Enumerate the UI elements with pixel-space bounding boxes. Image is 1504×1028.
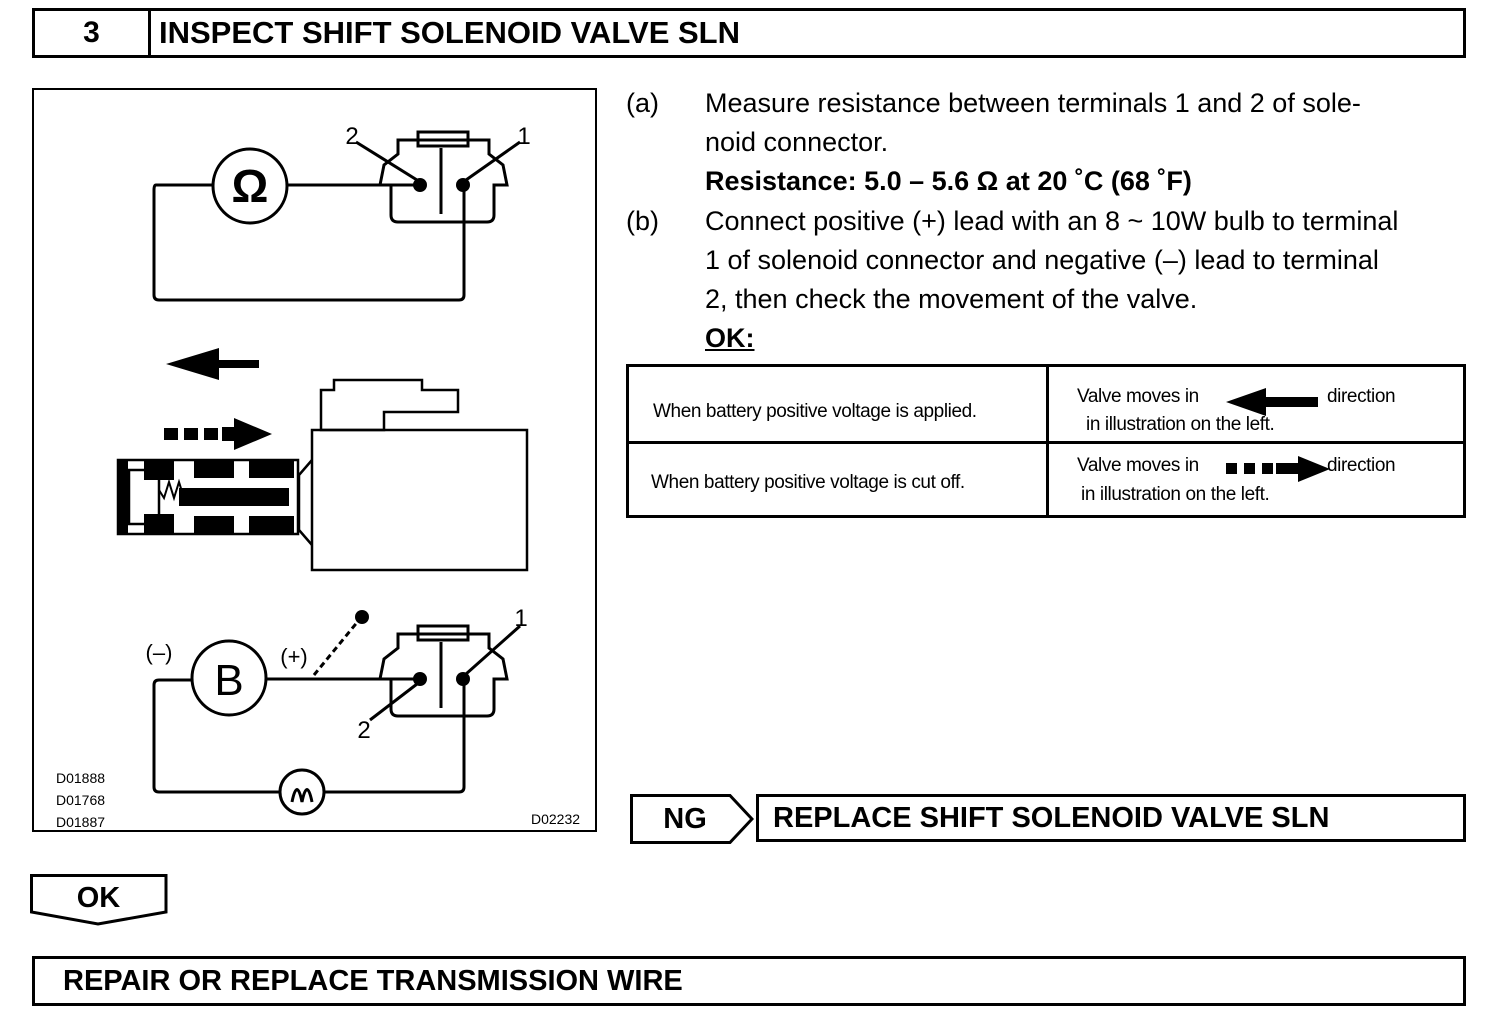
table-row-2-result-post: direction: [1327, 455, 1396, 476]
top-terminal-1-dot: [456, 178, 470, 192]
battery-symbol: B: [214, 656, 243, 705]
table-row-1-condition: When battery positive voltage is applied…: [653, 401, 977, 422]
bulb-filament-icon: [290, 788, 314, 803]
switch-lead-end-dot: [355, 610, 369, 624]
dashed-right-arrow-icon: [164, 418, 272, 450]
ohmmeter-icon: [211, 147, 289, 225]
ok-label: OK: [76, 881, 121, 914]
battery-wire: [152, 678, 279, 794]
top-connector-lock-icon: [416, 130, 470, 148]
solenoid-hatching: [118, 460, 294, 534]
resistance-spec: Resistance: 5.0 – 5.6 Ω at 20 ˚C (68 ˚F): [705, 166, 1192, 196]
switch-lead-dashed: [312, 619, 361, 676]
battery-icon: [190, 639, 268, 717]
step-header: 3 INSPECT SHIFT SOLENOID VALVE SLN: [32, 8, 1466, 58]
step-number: 3: [35, 11, 151, 55]
ng-action-text: REPLACE SHIFT SOLENOID VALVE SLN: [773, 801, 1330, 834]
ok-spec-label: OK:: [705, 323, 755, 353]
ok-criteria-table: When battery positive voltage is applied…: [626, 364, 1466, 518]
bottom-terminal-1-label: 1: [514, 605, 527, 632]
table-row-2-condition: When battery positive voltage is cut off…: [651, 472, 965, 493]
figure-code-main: D02232: [531, 811, 580, 827]
bottom-connector-lock-icon: [416, 624, 470, 642]
step-b-label: (b): [626, 206, 659, 236]
table-row-2-result-pre: Valve moves in: [1077, 455, 1199, 476]
dashed-right-arrow-icon: [1226, 456, 1330, 482]
ohm-symbol: Ω: [232, 160, 269, 212]
step-title: INSPECT SHIFT SOLENOID VALVE SLN: [159, 15, 741, 50]
solenoid-test-diagram: Ω 2 1: [56, 123, 580, 830]
top-terminal-1-label: 1: [517, 123, 530, 150]
negative-label: (–): [146, 640, 173, 665]
final-action-text: REPAIR OR REPLACE TRANSMISSION WIRE: [63, 964, 683, 997]
top-terminal-2-label: 2: [345, 123, 358, 150]
ok-tab: OK: [30, 874, 170, 926]
ohmmeter-wire: [152, 183, 466, 302]
top-terminal-2-dot: [413, 178, 427, 192]
table-row-1-result-post: direction: [1327, 386, 1396, 407]
figure-code-2: D01768: [56, 792, 105, 808]
illustration-panel: Ω 2 1: [32, 88, 597, 832]
final-action-box: REPAIR OR REPLACE TRANSMISSION WIRE: [32, 956, 1466, 1006]
table-row-1-result-line2: in illustration on the left.: [1086, 414, 1275, 435]
table-row-1-result-pre: Valve moves in: [1077, 386, 1199, 407]
step-b-text: Connect positive (+) lead with an 8 ~ 10…: [705, 206, 1399, 314]
solenoid-valve-icon: [116, 378, 529, 572]
bottom-terminal-2-dot: [413, 672, 427, 686]
step-a-label: (a): [626, 88, 659, 118]
figure-code-1: D01888: [56, 770, 105, 786]
bottom-terminal-1-dot: [456, 672, 470, 686]
step-a-text: Measure resistance between terminals 1 a…: [705, 88, 1361, 157]
ng-label: NG: [663, 802, 707, 835]
ng-tab: NG: [630, 794, 754, 844]
positive-label: (+): [280, 644, 308, 669]
solid-left-arrow-icon: [1226, 388, 1318, 416]
table-row-2-result-line2: in illustration on the left.: [1081, 484, 1270, 505]
bottom-connector-icon: [378, 632, 509, 718]
ng-action-box: REPLACE SHIFT SOLENOID VALVE SLN: [756, 794, 1466, 842]
solid-left-arrow-icon: [166, 348, 259, 380]
bottom-terminal-2-label: 2: [357, 717, 370, 744]
figure-code-3: D01887: [56, 814, 105, 830]
bulb-icon: [278, 768, 326, 816]
top-connector-icon: [378, 138, 509, 224]
bulb-wire: [324, 678, 466, 794]
